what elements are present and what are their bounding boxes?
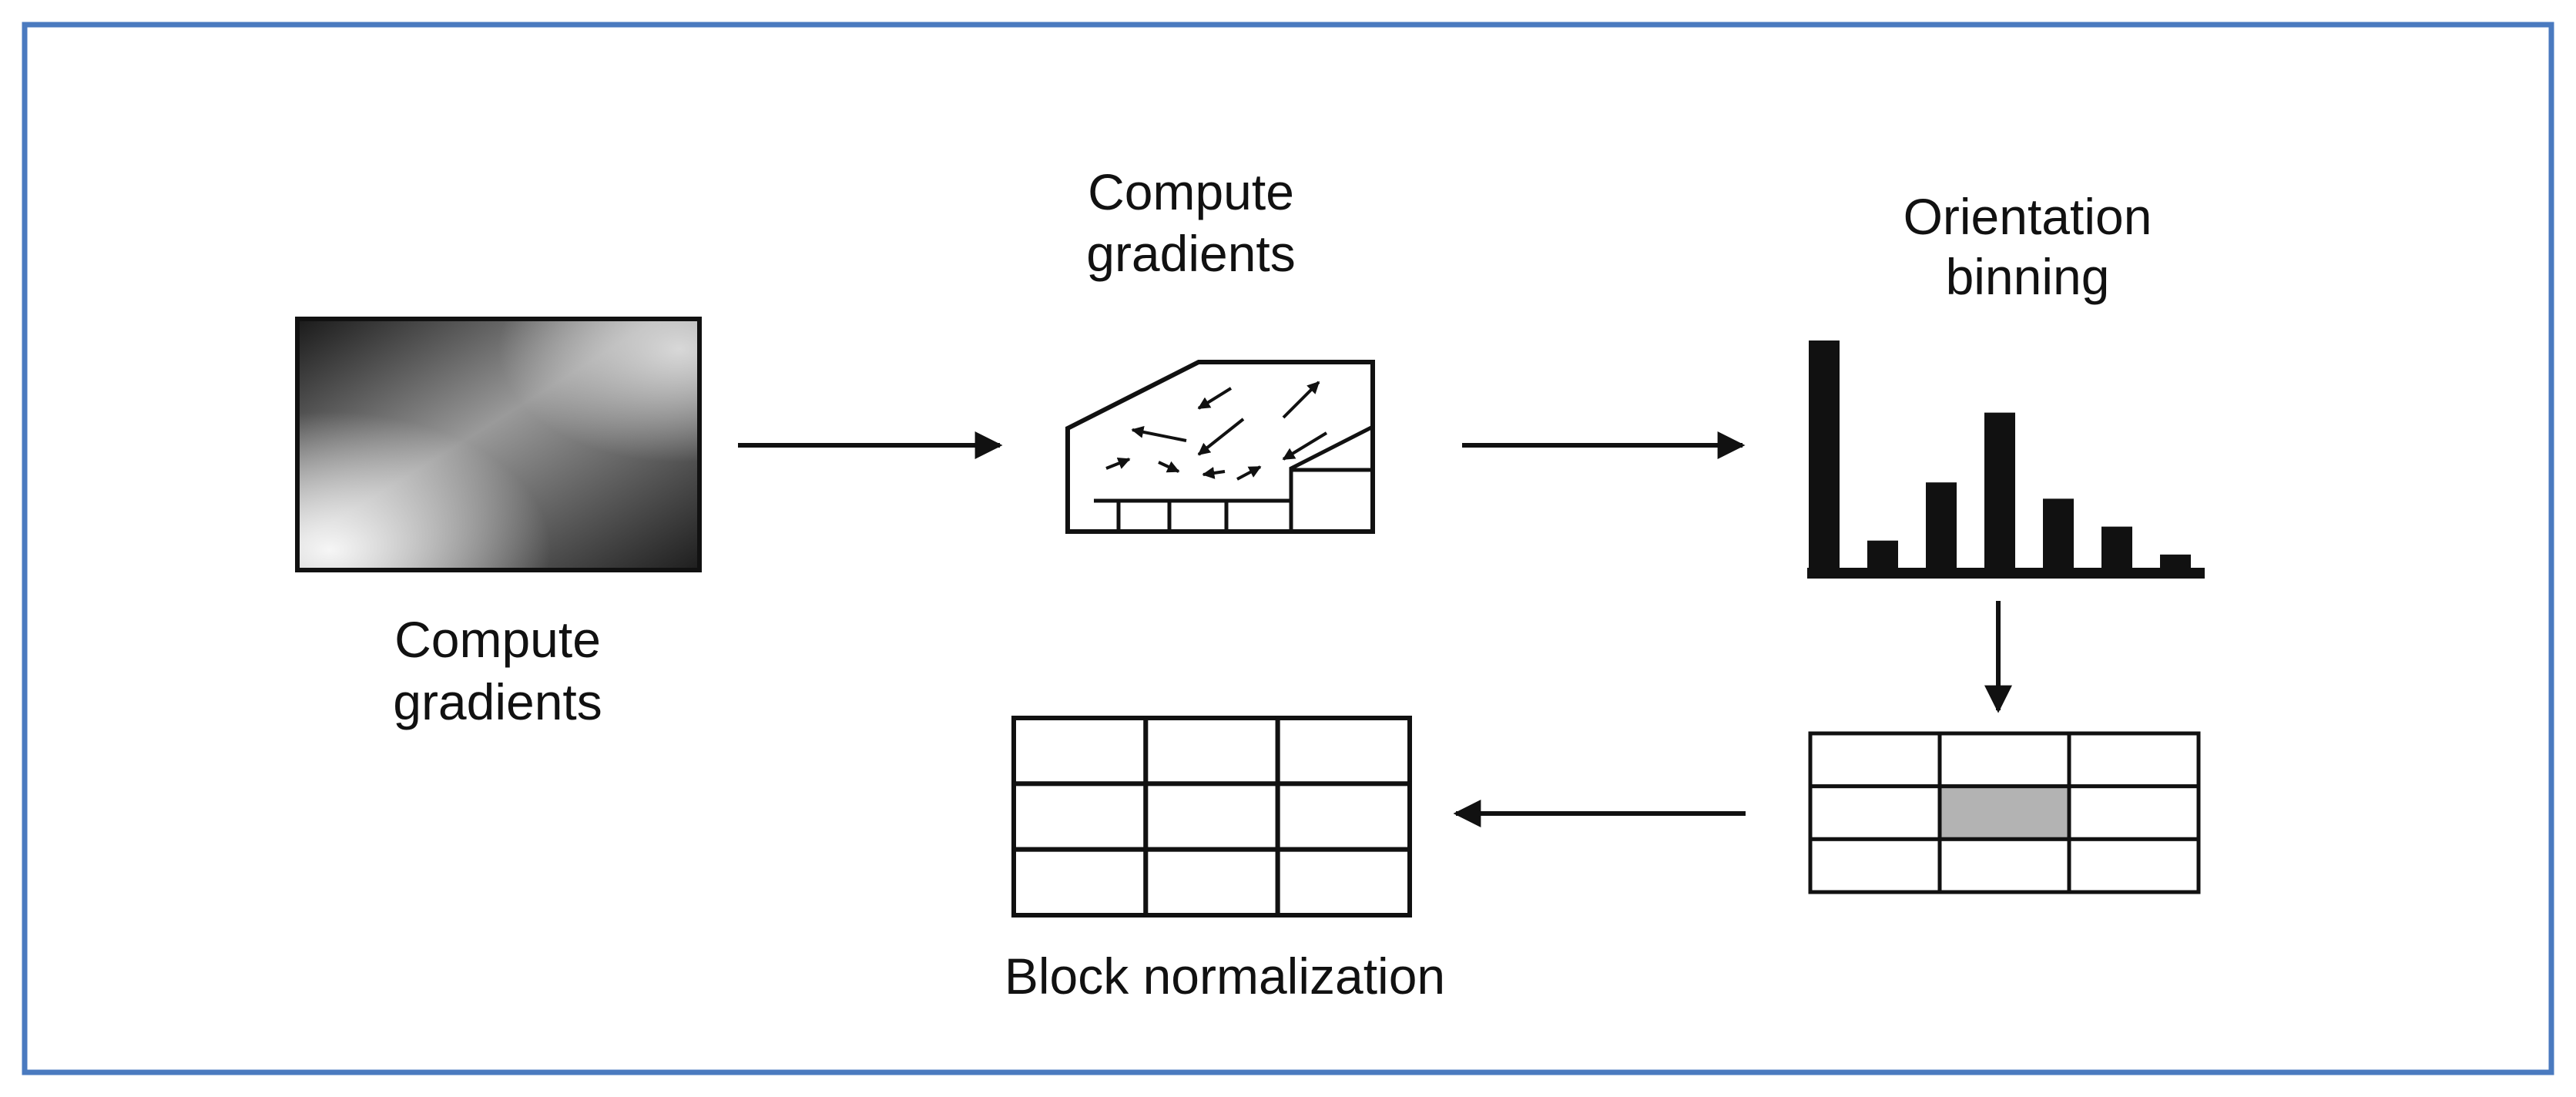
gradient-vector-4 — [1197, 418, 1245, 456]
gradient-vector-2 — [1282, 381, 1320, 419]
block-grid-cell-3-1 — [1011, 847, 1149, 918]
orientation-histogram — [1809, 341, 2191, 573]
histogram-bar-1 — [1809, 341, 1840, 573]
orientation-binning-step: Orientation binning — [1807, 188, 2205, 579]
block-grid-cell-1-1 — [1011, 716, 1149, 787]
cell-grid — [1808, 731, 2201, 894]
input-image-label-line1: Compute — [394, 611, 601, 668]
cell-grid-cell-1-2 — [1937, 731, 2071, 789]
input-image-step: Compute gradients — [295, 317, 702, 730]
block-grid-cell-2-2 — [1143, 781, 1280, 852]
gradient-vector-6 — [1105, 457, 1131, 470]
input-image-light-top — [297, 319, 699, 570]
diagram-frame — [22, 22, 2554, 1075]
block-grid — [1011, 716, 1412, 918]
gradient-panel-outline — [1065, 360, 1375, 534]
histogram-bar-4 — [1984, 412, 2015, 573]
cell-grid-cell-3-3 — [2067, 837, 2201, 894]
block-normalization-step: Block normalization — [1005, 716, 1445, 1005]
cell-grid-cell-3-2 — [1937, 837, 2071, 894]
gradient-vector-1 — [1197, 387, 1233, 410]
binning-label-line1: Orientation — [1903, 188, 2152, 245]
block-grid-cell-1-2 — [1143, 716, 1280, 787]
histogram-bar-2 — [1867, 540, 1898, 573]
cell-grid-cell-2-2 — [1937, 784, 2071, 841]
gradients-label-line2: gradients — [1086, 225, 1296, 282]
gradient-vector-8 — [1202, 467, 1226, 479]
block-grid-cell-3-2 — [1143, 847, 1280, 918]
cell-grid-cell-2-3 — [2067, 784, 2201, 841]
block-grid-cell-2-1 — [1011, 781, 1149, 852]
block-normalization-label: Block normalization — [1005, 948, 1445, 1005]
cell-grid-cell-3-1 — [1808, 837, 1942, 894]
cell-grid-cell-2-1 — [1808, 784, 1942, 841]
histogram-bar-6 — [2101, 526, 2132, 573]
block-grid-cell-1-3 — [1275, 716, 1412, 787]
histogram-bar-3 — [1926, 482, 1957, 573]
gradient-vector-5 — [1282, 431, 1328, 461]
block-grid-cell-2-3 — [1275, 781, 1412, 852]
input-image-label-line2: gradients — [393, 673, 602, 730]
histogram-bar-5 — [2043, 498, 2074, 573]
cell-grid-cell-1-1 — [1808, 731, 1942, 789]
gradient-vector-7 — [1158, 461, 1180, 473]
gradient-arrows-icon — [1065, 360, 1375, 534]
cell-grid-cell-1-3 — [2067, 731, 2201, 789]
input-image-border — [295, 317, 702, 572]
gradient-vector-3 — [1131, 425, 1187, 442]
gradient-vector-9 — [1236, 465, 1262, 481]
gradients-step: Compute gradients — [1065, 163, 1375, 534]
block-grid-cell-3-3 — [1275, 847, 1412, 918]
binning-label-line2: binning — [1946, 248, 2110, 305]
gradients-label-line1: Compute — [1088, 163, 1294, 220]
